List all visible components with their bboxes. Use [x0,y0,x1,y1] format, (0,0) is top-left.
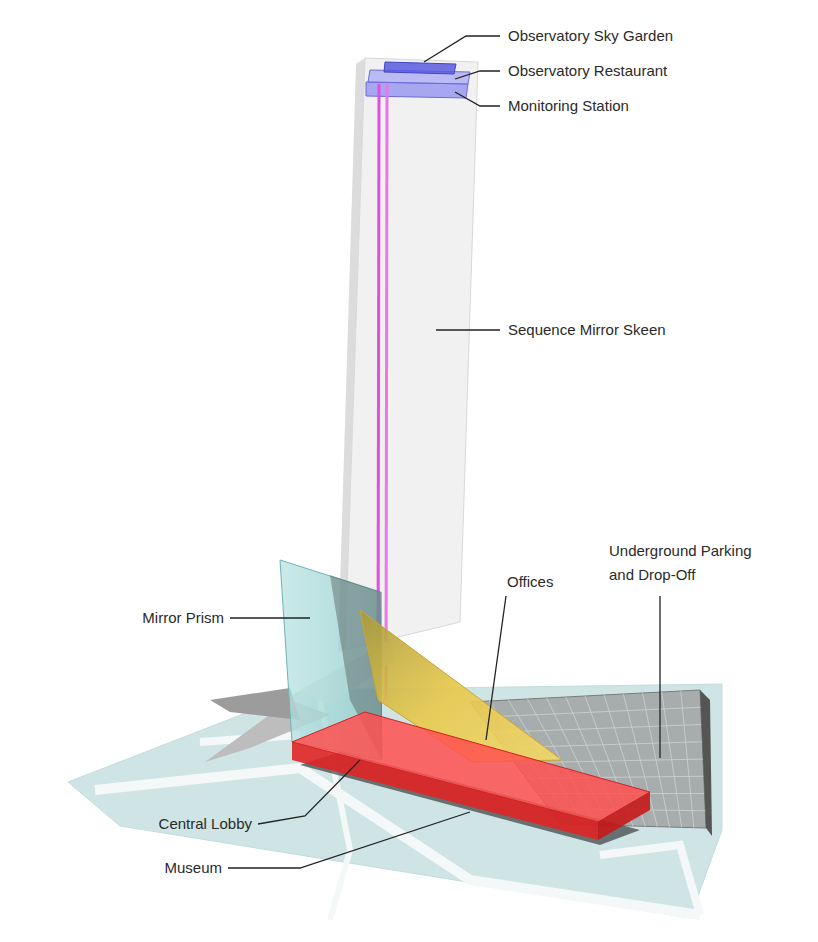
prism-shard [210,688,300,720]
elevator-shaft [386,84,387,700]
callout-label: Central Lobby [159,812,252,836]
callout-label: Observatory Restaurant [508,59,667,83]
leader-line [424,36,500,62]
leader-line [455,71,500,79]
leader-line [436,329,500,330]
leader-line [455,92,500,106]
callout-label: Underground Parking and Drop-Off [609,539,774,587]
monitoring-station [366,82,468,98]
callout-label: Observatory Sky Garden [508,24,673,48]
callout-label: Sequence Mirror Skeen [508,318,666,342]
ground-plane [68,684,722,918]
callout-label: Museum [164,856,222,880]
leader-line [486,596,506,740]
callout-label: Monitoring Station [508,94,629,118]
tower-skin [345,58,478,650]
leader-line [659,596,660,758]
museum-front [292,742,598,840]
museum-end [598,792,650,840]
parking-edge [700,690,712,836]
leader-line [258,760,360,824]
grid-line [481,707,701,717]
leader-line [230,617,310,618]
leader-lines [228,36,660,868]
leader-line [228,812,470,868]
sky-garden [384,62,456,74]
road [600,845,700,915]
callout-label: Mirror Prism [142,606,224,630]
callout-label: Offices [507,570,553,594]
